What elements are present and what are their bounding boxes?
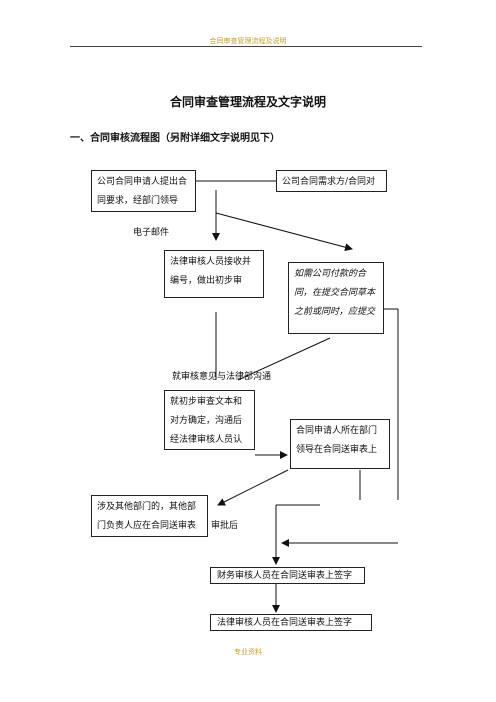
page-footer: 专业资料 — [234, 648, 262, 656]
label-email: 电子邮件 — [133, 228, 170, 238]
header-divider — [70, 46, 422, 47]
connector-payment-feedback — [237, 337, 331, 381]
box-initial-review: 就初步审查文本和对方确定，沟通后经法律审核人员认可 — [164, 390, 255, 450]
box-other-depts: 涉及其他部门的，其他部门负责人应在合同送审表上 — [91, 495, 208, 537]
box-legal-review: 法律审核人员接收并编号，做出初步审 — [164, 250, 264, 298]
box-dept-sign: 合同申请人所在部门领导在合同送审表上 — [290, 419, 390, 469]
box-payment-note: 如需公司付款的合同，在提交合同草本之前或同时，应提交 — [288, 262, 384, 334]
arrow-to-other-depts — [217, 469, 289, 506]
page-header: 合同审查管理流程及说明 — [209, 37, 287, 45]
label-approval: 审批后 — [211, 521, 239, 531]
box-legal-sign: 法律审核人员在合同送审表上签字 — [210, 614, 372, 631]
box-applicant: 公司合同申请人提出合同要求，经部门领导（按 — [91, 170, 196, 212]
label-feedback: 就审核意见与法律部沟通 — [172, 372, 272, 382]
arrow-to-payment-note — [215, 212, 353, 252]
page-title: 合同审查管理流程及文字说明 — [169, 95, 326, 109]
section-heading: 一、合同审核流程图（另附详细文字说明见下） — [70, 133, 280, 144]
box-finance-sign: 财务审核人员在合同送审表上签字 — [210, 567, 365, 584]
box-counterparty: 公司合同需求方/合同对方 — [276, 170, 387, 192]
